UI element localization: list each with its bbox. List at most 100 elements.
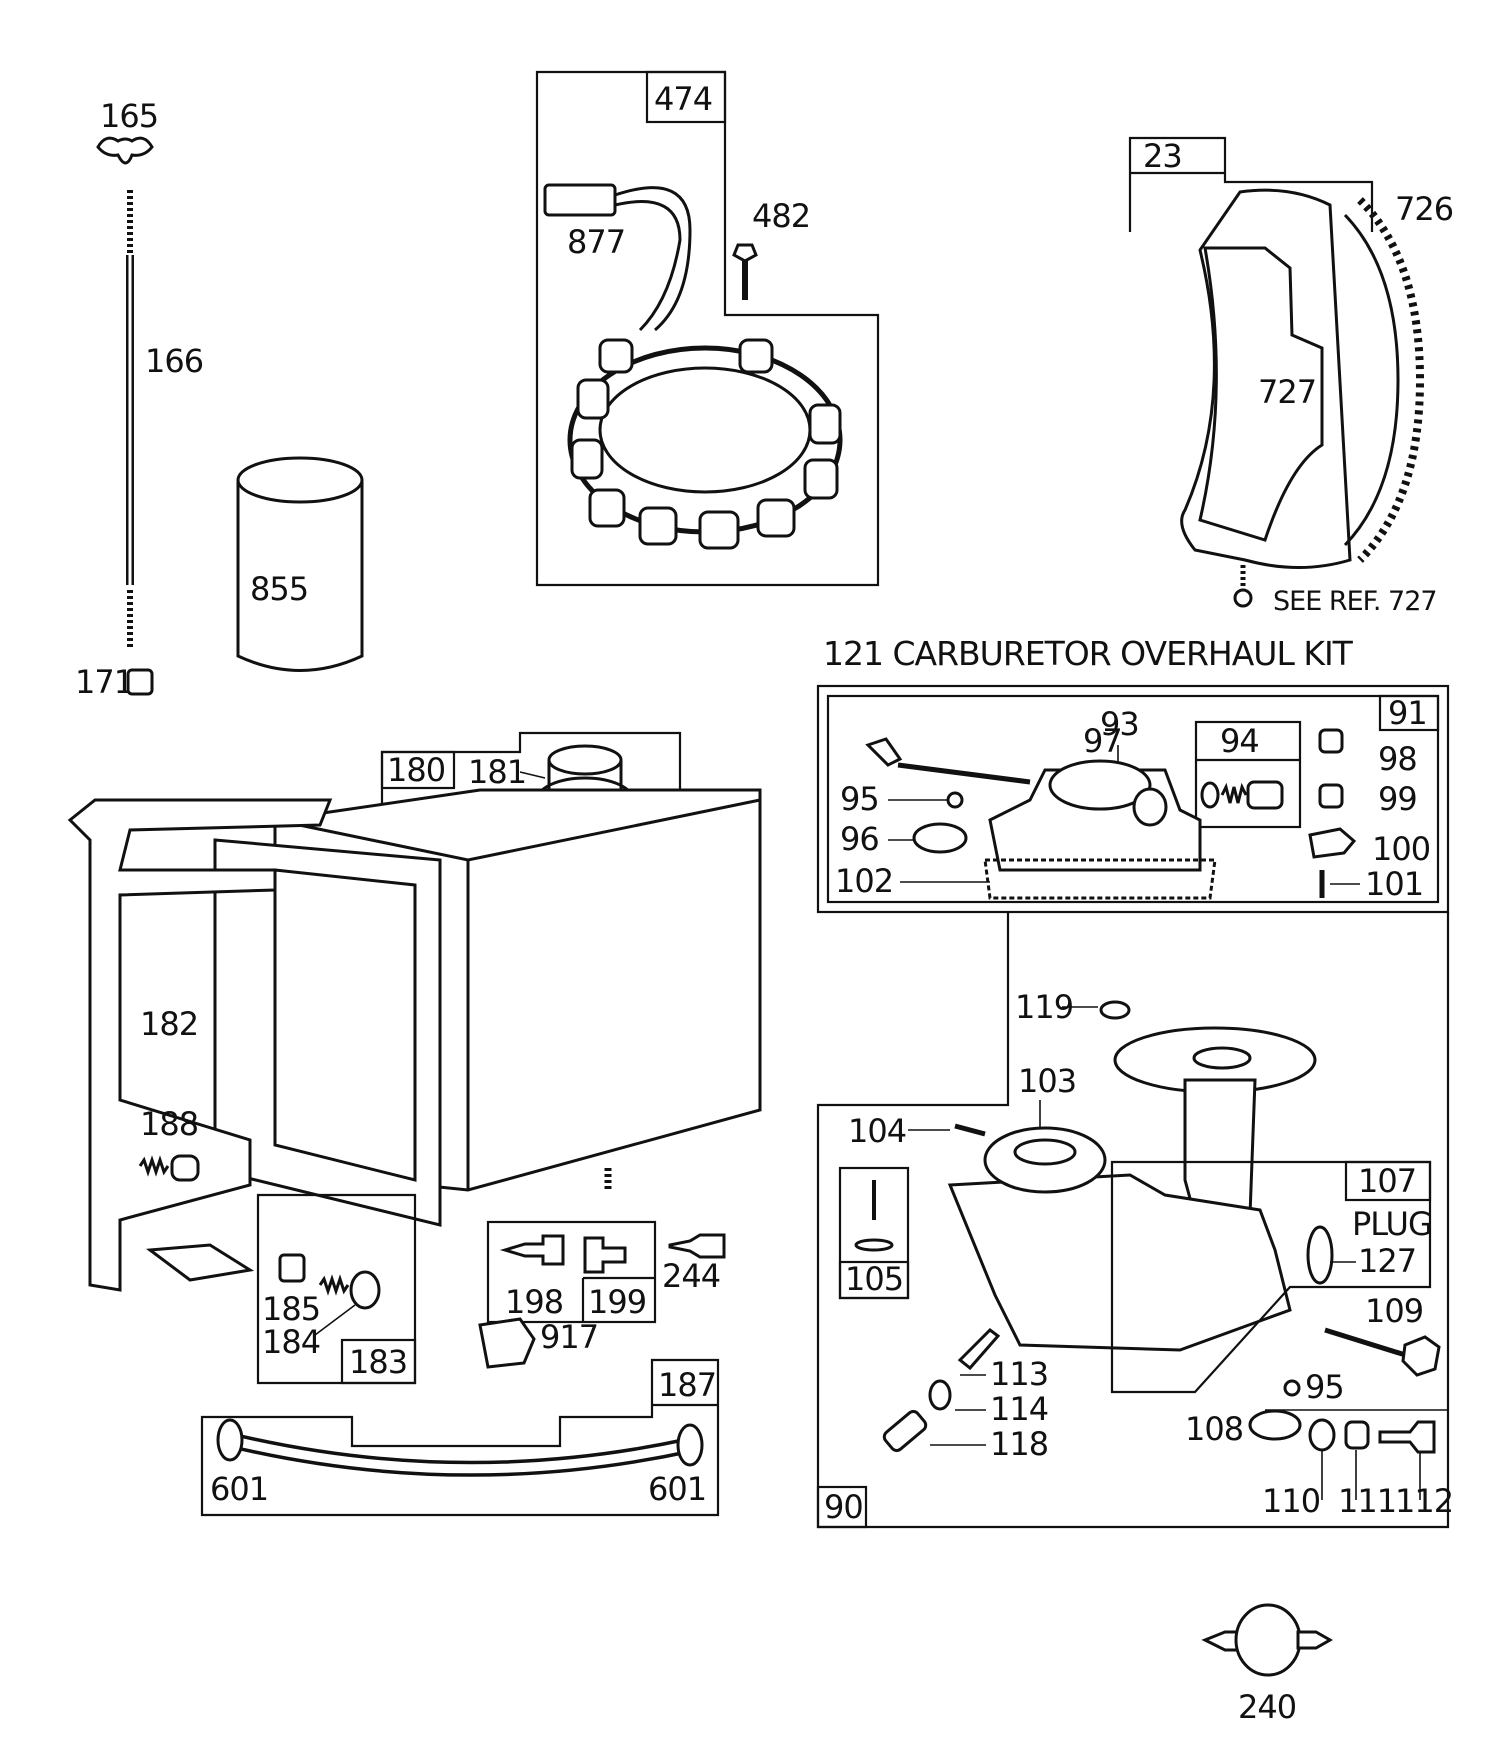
box-474-outline [535, 70, 880, 587]
label-726: 726 [1395, 190, 1453, 228]
needle-113 [957, 1328, 1001, 1371]
part-100 [1308, 827, 1357, 859]
box-183-label: 183 [349, 1343, 407, 1381]
box-94 [1194, 720, 1302, 829]
clamp-601-right [676, 1423, 704, 1467]
coil [598, 338, 634, 374]
screw-184 [349, 1270, 381, 1310]
bracket-182 [67, 798, 333, 1292]
screw-95b [1283, 1379, 1301, 1397]
part-94-spring [1220, 782, 1248, 804]
carb-body-103 [947, 1173, 1292, 1352]
box-23-label: 23 [1143, 137, 1182, 175]
box-180-tag [380, 750, 456, 790]
coil [588, 488, 626, 528]
sleeve-855-top [236, 456, 364, 504]
screw-95a [946, 791, 964, 809]
coil [576, 378, 610, 420]
label-95a: 95 [840, 780, 879, 818]
fuel-tank-group: 180 181 182 188 183 185 184 [67, 731, 762, 1385]
label-166: 166 [145, 342, 203, 380]
label-99: 99 [1378, 780, 1417, 818]
label-171: 171 [75, 663, 133, 701]
screw-118 [882, 1410, 928, 1452]
rod-assembly: 165 166 171 [75, 97, 204, 701]
label-100: 100 [1372, 830, 1430, 868]
label-855: 855 [250, 570, 308, 608]
fuel-cap-181-top [547, 744, 623, 776]
connector-877 [543, 183, 617, 217]
label-96: 96 [840, 820, 879, 858]
kit-title: 121 CARBURETOR OVERHAUL KIT [823, 634, 1354, 673]
base-plate [145, 1243, 255, 1282]
part-94-needle [1200, 780, 1284, 810]
sleeve-855: 855 [236, 456, 364, 672]
label-108: 108 [1185, 1410, 1243, 1448]
label-114: 114 [990, 1390, 1048, 1428]
fitting-198 [499, 1234, 565, 1266]
gasket-102 [983, 858, 1217, 900]
screw-188-thread [138, 1155, 170, 1177]
filter-240-body [1234, 1603, 1302, 1677]
bolt-482 [732, 243, 758, 263]
carb-box-90: 90 105 119 103 104 107 PLUG 127 109 113 [816, 912, 1454, 1529]
see-ref-text: SEE REF. 727 [1273, 586, 1437, 617]
plug-127 [1306, 1225, 1334, 1285]
box-91-inner [826, 694, 1440, 904]
part-94-washer [1200, 781, 1220, 809]
filter-240-inlet [1201, 1630, 1239, 1652]
label-601-right: 601 [648, 1470, 706, 1508]
box-94-label: 94 [1220, 722, 1259, 760]
flywheel-726-ring [1357, 197, 1425, 563]
label-165: 165 [100, 97, 158, 135]
washer-114 [928, 1379, 952, 1411]
label-601-left: 601 [210, 1470, 268, 1508]
label-101: 101 [1365, 865, 1423, 903]
stator-coils [570, 338, 842, 550]
fitting-199 [583, 1236, 627, 1274]
label-118: 118 [990, 1425, 1048, 1463]
box-105-label: 105 [845, 1260, 903, 1298]
box-183-tag [340, 1338, 417, 1385]
screw-112 [1378, 1420, 1436, 1454]
label-102: 102 [835, 862, 893, 900]
label-112: 112 [1395, 1482, 1453, 1520]
diaphragm-108 [1248, 1409, 1302, 1441]
pin-104 [954, 1123, 986, 1137]
hose-187-inner [228, 1435, 691, 1474]
clip-185 [278, 1253, 306, 1283]
washer-727 [1233, 588, 1253, 608]
label-127: 127 [1358, 1242, 1416, 1280]
lever-109 [1401, 1335, 1441, 1377]
bowl-103-hole [1013, 1138, 1077, 1166]
label-93: 93 [1100, 705, 1139, 743]
washer-110 [1308, 1418, 1336, 1452]
box-91-tag [1378, 694, 1440, 732]
label-917: 917 [540, 1318, 598, 1356]
label-482: 482 [752, 197, 810, 235]
flywheel-727-segment [1198, 246, 1324, 542]
box-107-tag [1344, 1160, 1432, 1202]
part-94-screw [1246, 780, 1284, 810]
spring-184 [318, 1274, 350, 1296]
stator-ring-inner [598, 366, 812, 494]
box-180-label: 180 [387, 751, 445, 789]
label-185: 185 [262, 1290, 320, 1328]
fuel-line-box-187: 187 601 601 [200, 1358, 720, 1517]
fitting-244 [668, 1233, 726, 1259]
label-111: 111 [1338, 1482, 1396, 1520]
box-91-label: 91 [1388, 694, 1427, 732]
clip-105 [854, 1238, 894, 1252]
coil [698, 510, 740, 550]
diaphragm-96 [912, 822, 968, 854]
leader-181 [519, 771, 546, 779]
kit-box-91: 91 94 97 93 95 96 102 98 99 100 10 [816, 684, 1450, 914]
box-23-outline [1128, 136, 1374, 232]
nut-171 [126, 668, 154, 696]
flywheel-726-ring-inner [1343, 213, 1400, 547]
screw-188-head [170, 1154, 200, 1182]
coil [803, 458, 839, 500]
label-95b: 95 [1305, 1368, 1344, 1406]
label-104: 104 [848, 1112, 906, 1150]
box-474-tag [645, 70, 727, 124]
